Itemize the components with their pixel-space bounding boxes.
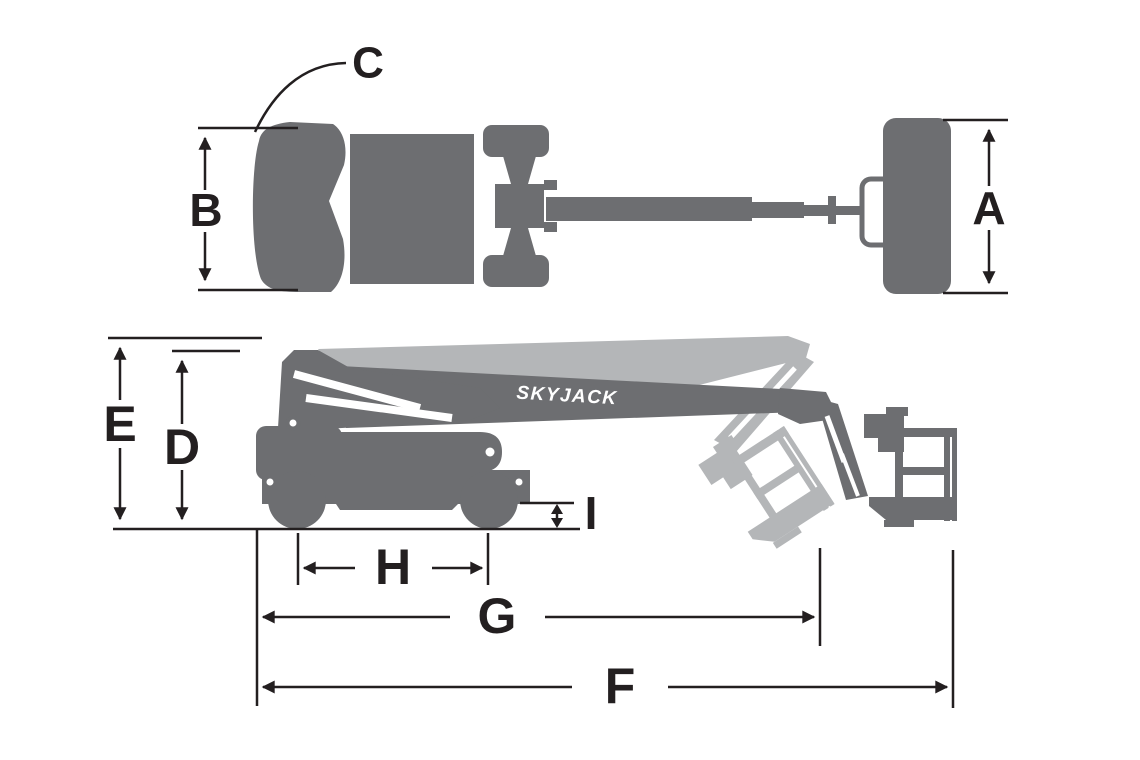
chassis-top-view — [350, 134, 474, 284]
chassis-eyelet-rear — [266, 478, 274, 486]
axle-tab-upper — [544, 180, 557, 190]
riser-slash-2 — [305, 394, 453, 422]
boom-top-view — [546, 196, 866, 224]
counterweight-top-view — [252, 122, 346, 292]
dim-label-b: B — [189, 184, 222, 236]
boom-section-2 — [752, 202, 804, 218]
turntable — [300, 432, 502, 472]
dimension-E: E — [103, 336, 262, 521]
side-view-machine: SKYJACK — [256, 350, 957, 529]
riser-assembly — [278, 350, 500, 430]
dimension-F: F — [261, 550, 955, 714]
dim-i-arrow-down — [551, 518, 563, 528]
boom-rotator — [828, 196, 836, 224]
boom-section-1 — [546, 197, 752, 221]
jib-side — [816, 398, 868, 500]
boom-stub — [836, 206, 866, 215]
front-wheel-right-top-view — [483, 255, 549, 287]
dim-label-i: I — [585, 487, 598, 539]
dim-label-e: E — [103, 396, 136, 452]
dim-c-leader — [253, 61, 347, 133]
platform-top-view — [883, 118, 951, 294]
dimension-G: G — [255, 529, 822, 706]
dim-label-a: A — [972, 182, 1005, 234]
dim-label-f: F — [605, 658, 636, 714]
knuckle — [778, 388, 832, 424]
side-view: SKYJACK E D I — [103, 336, 957, 714]
axle-tab-lower — [544, 222, 557, 232]
riser-hook — [285, 415, 301, 431]
front-wheel — [460, 471, 518, 529]
dim-label-h: H — [375, 539, 411, 595]
turntable-hole — [485, 447, 495, 457]
dim-i-arrow-up — [551, 504, 563, 514]
axle-top-view — [495, 156, 544, 256]
dimension-A: A — [943, 118, 1008, 295]
platform-side — [864, 407, 957, 527]
dim-label-g: G — [478, 588, 517, 644]
chassis-eyelet-front — [515, 478, 523, 486]
dimension-H: H — [296, 533, 490, 595]
top-view: A B C — [189, 39, 1008, 295]
rear-wheel — [268, 471, 326, 529]
top-view-machine — [252, 118, 951, 294]
boom-section-3 — [802, 205, 832, 216]
ghost-platform — [694, 408, 838, 560]
dimension-B: B — [189, 126, 298, 292]
dim-label-d: D — [164, 419, 200, 475]
jib-slash-2 — [840, 453, 860, 497]
front-wheel-left-top-view — [483, 125, 549, 157]
dimension-I: I — [520, 487, 597, 539]
dimension-D: D — [164, 349, 240, 521]
dim-label-c: C — [352, 39, 384, 88]
riser-slash-1 — [292, 370, 422, 412]
dimension-C: C — [253, 39, 384, 133]
